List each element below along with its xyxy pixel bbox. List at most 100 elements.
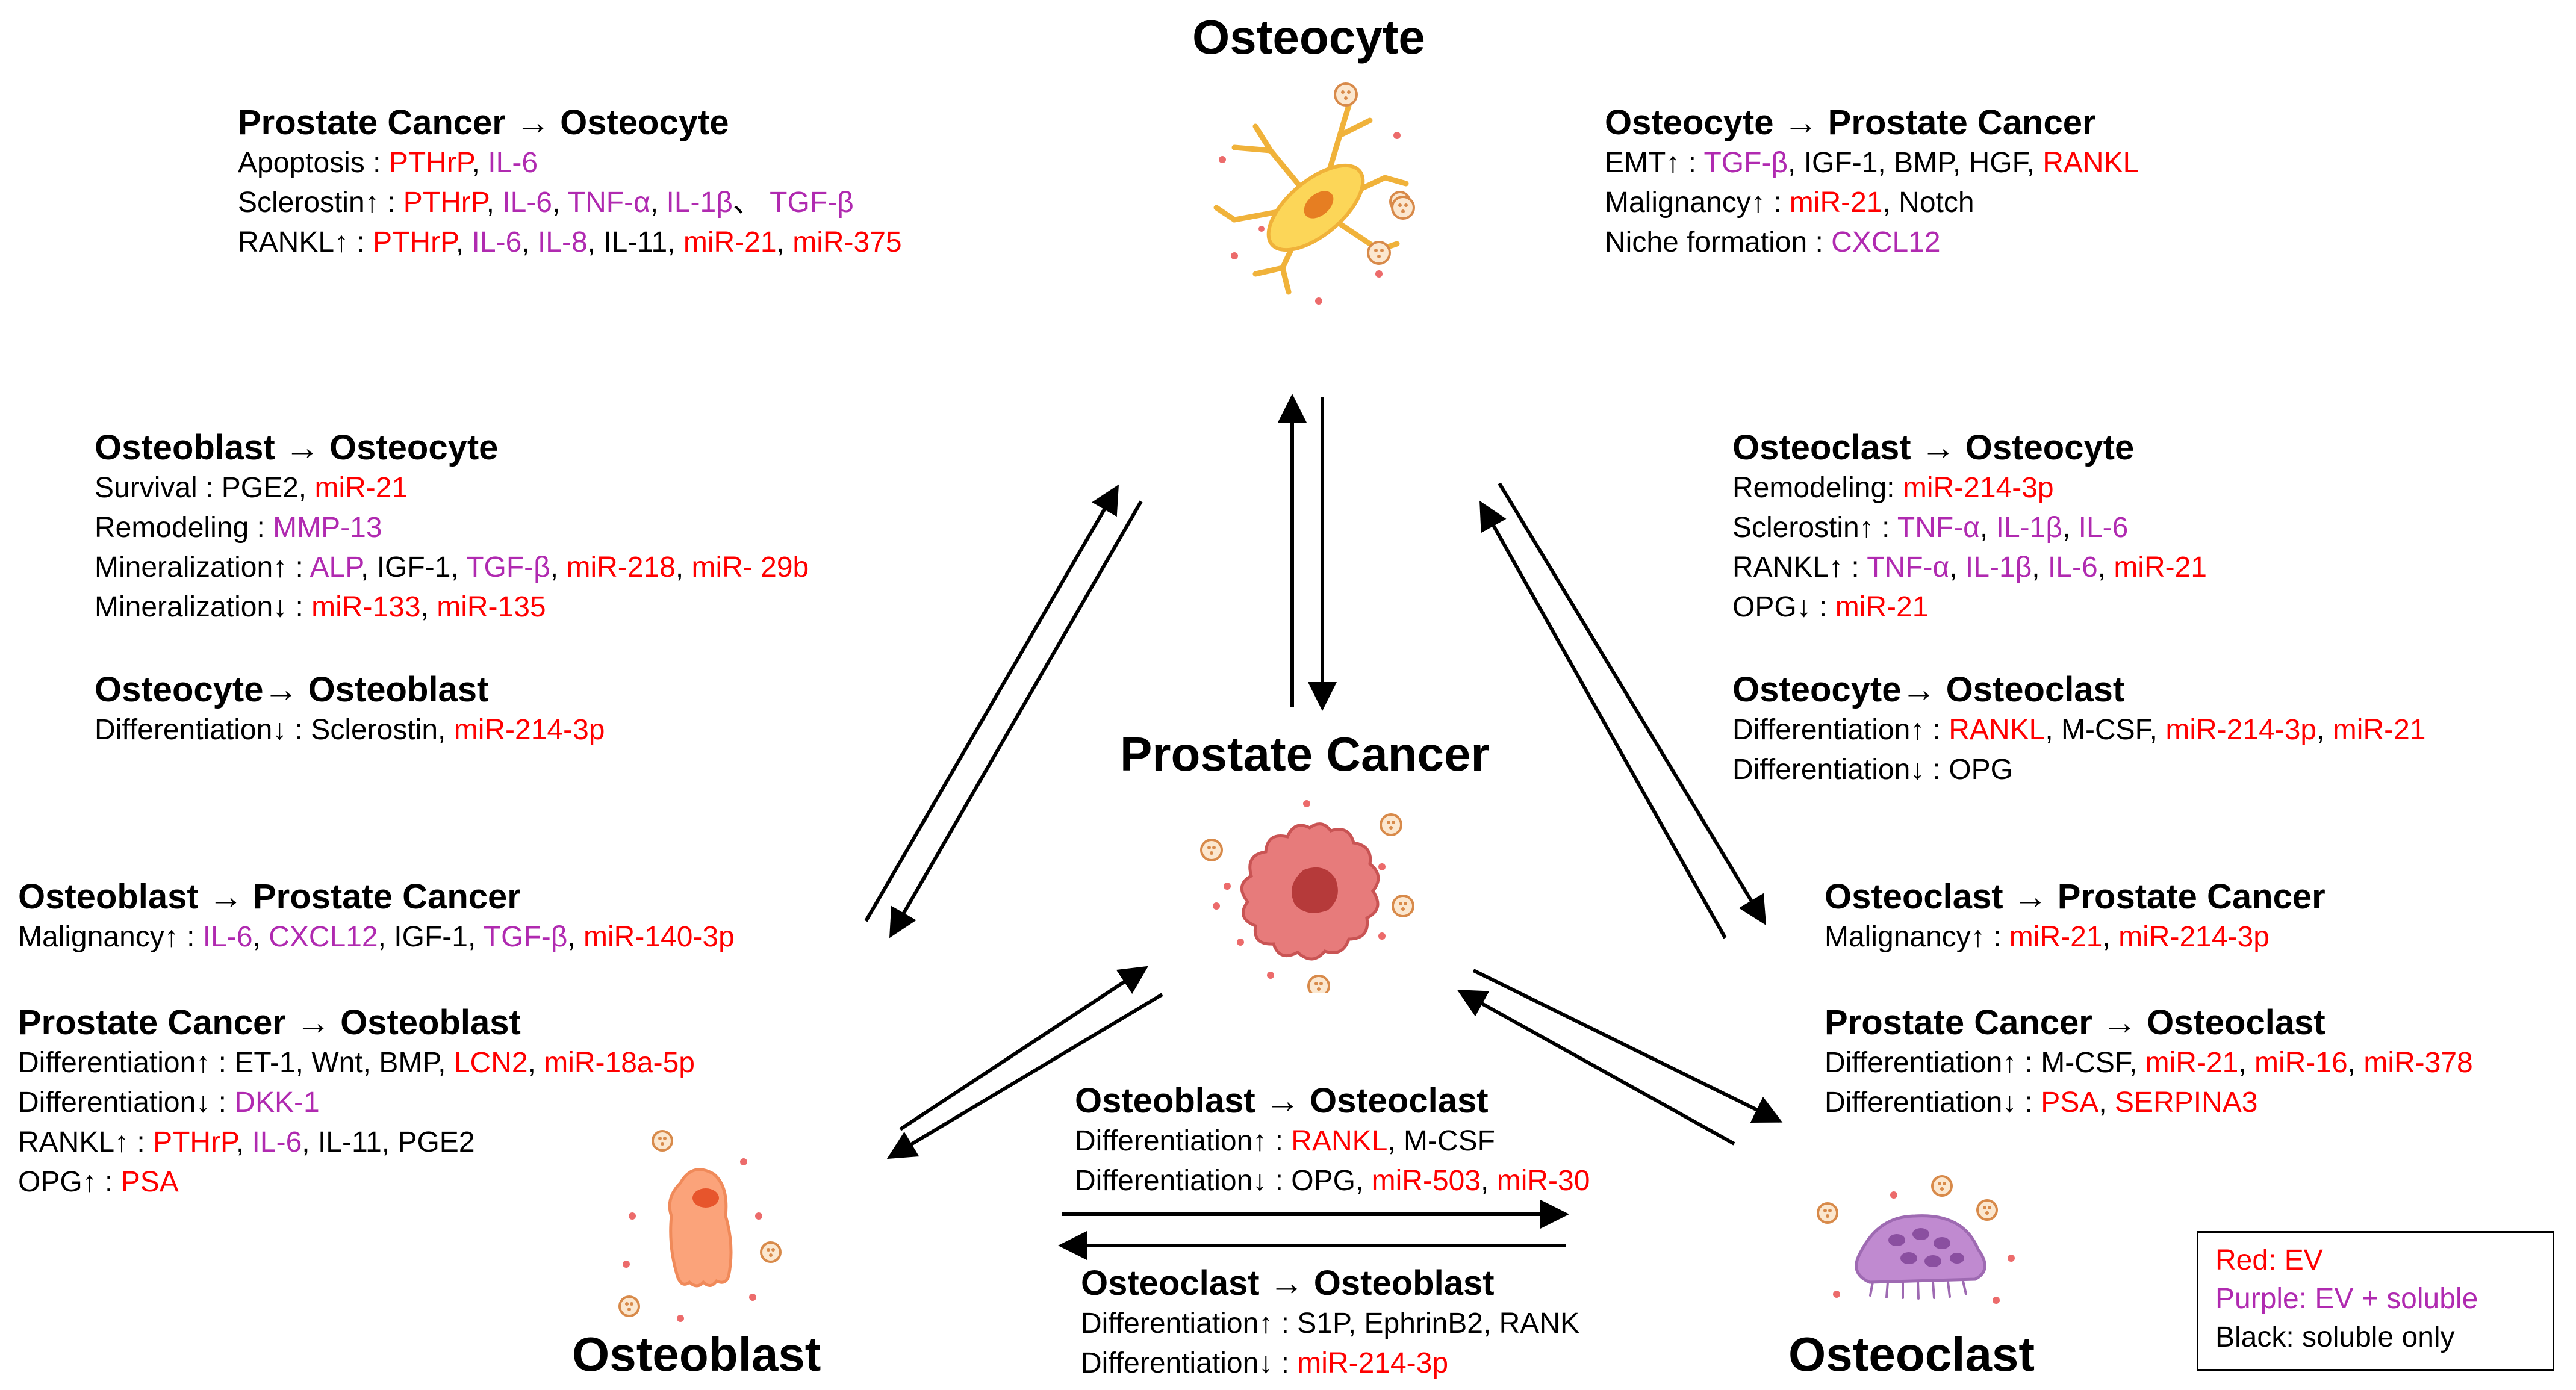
factor-ev-soluble: IL-6 bbox=[471, 226, 522, 258]
text-segment: , bbox=[2032, 551, 2048, 583]
factor-ev: miR-21 bbox=[314, 472, 408, 504]
block-line: Differentiation↑ : RANKL, M-CSF bbox=[1075, 1122, 1590, 1161]
text-segment: Remodeling : bbox=[95, 512, 273, 544]
text-segment: Remodeling: bbox=[1732, 472, 1903, 504]
block-heading: Osteoblast → Osteocyte bbox=[95, 428, 499, 467]
factor-ev: PTHrP bbox=[388, 147, 472, 179]
block-line: OPG↑ : PSA bbox=[18, 1162, 695, 1202]
arrow-pc-to-osteoblast bbox=[886, 993, 1163, 1159]
osteoblast-title: Osteoblast bbox=[572, 1327, 821, 1381]
factor-ev-soluble: IL-1β bbox=[1996, 512, 2062, 544]
block-line: Sclerostin↑ : TNF-α, IL-1β, IL-6 bbox=[1732, 508, 2207, 548]
text-segment: RANKL↑ : bbox=[1732, 551, 1867, 583]
factor-ev: miR-214-3p bbox=[453, 714, 605, 746]
text-segment: , bbox=[675, 551, 692, 583]
block-line: Differentiation↓ : OPG bbox=[1732, 750, 2425, 790]
factor-ev: miR-21 bbox=[2332, 714, 2426, 746]
block-heading: Prostate Cancer → Osteoclast bbox=[1825, 1003, 2326, 1042]
text-segment: , IGF-1, bbox=[378, 921, 484, 953]
block-heading: Prostate Cancer → Osteoblast bbox=[18, 1003, 521, 1042]
text-segment: , bbox=[567, 921, 584, 953]
text-segment: Differentiation↓ : bbox=[1825, 1087, 2041, 1119]
text-segment: , M-CSF, bbox=[2045, 714, 2166, 746]
block-line: Mineralization↓ : miR-133, miR-135 bbox=[95, 588, 809, 627]
factor-ev: PTHrP bbox=[403, 187, 487, 219]
block-line: Malignancy↑ : IL-6, CXCL12, IGF-1, TGF-β… bbox=[18, 917, 735, 957]
block-heading: Osteocyte→ Osteoclast bbox=[1732, 670, 2125, 709]
block-line: Differentiation↑ : S1P, EphrinB2, RANK bbox=[1081, 1304, 1579, 1344]
block-line: RANKL↑ : PTHrP, IL-6, IL-8, IL-11, miR-2… bbox=[238, 223, 902, 262]
factor-ev: miR-18a-5p bbox=[544, 1047, 695, 1079]
factor-ev: miR-21 bbox=[1789, 187, 1883, 219]
block-line: Survival : PGE2, miR-21 bbox=[95, 468, 809, 508]
factor-ev-soluble: IL-1β bbox=[666, 187, 733, 219]
block-line: Differentiation↓ : PSA, SERPINA3 bbox=[1825, 1083, 2473, 1123]
factor-ev: miR-375 bbox=[792, 226, 902, 258]
text-segment: , bbox=[521, 226, 538, 258]
block-line: Differentiation↑ : M-CSF, miR-21, miR-16… bbox=[1825, 1043, 2473, 1083]
block-line: Differentiation↓ : OPG, miR-503, miR-30 bbox=[1075, 1161, 1590, 1201]
factor-ev: RANKL bbox=[1949, 714, 2046, 746]
block-line: Differentiation↓ : Sclerostin, miR-214-3… bbox=[95, 710, 605, 750]
block-line: OPG↓ : miR-21 bbox=[1732, 588, 2207, 627]
text-segment: Differentiation↓ : bbox=[1081, 1347, 1298, 1379]
factor-ev: miR-140-3p bbox=[583, 921, 735, 953]
text-segment: Differentiation↑ : bbox=[1732, 714, 1949, 746]
text-segment: Survival : PGE2, bbox=[95, 472, 315, 504]
block-line: Malignancy↑ : miR-21, miR-214-3p bbox=[1825, 917, 2326, 957]
text-segment: , bbox=[471, 147, 488, 179]
text-segment: Malignancy↑ : bbox=[1825, 921, 2009, 953]
text-segment: EMT↑ : bbox=[1605, 147, 1704, 179]
text-segment: OPG↑ : bbox=[18, 1166, 121, 1198]
factor-ev: miR-16 bbox=[2254, 1047, 2348, 1079]
arrow-osteoclast-to-pc bbox=[1457, 990, 1735, 1146]
arrow-osteoblast-to-osteocyte bbox=[864, 484, 1119, 922]
text-segment: , bbox=[2347, 1047, 2364, 1079]
factor-ev: miR-214-3p bbox=[2165, 714, 2317, 746]
text-segment: , IGF-1, BMP, HGF, bbox=[1788, 147, 2043, 179]
text-segment: , bbox=[2102, 921, 2119, 953]
prostate-cancer-title: Prostate Cancer bbox=[1120, 727, 1490, 781]
factor-ev-soluble: IL-8 bbox=[537, 226, 588, 258]
text-segment: , bbox=[486, 187, 503, 219]
block-line: Differentiation↓ : miR-214-3p bbox=[1081, 1344, 1579, 1383]
text-segment: , bbox=[1979, 512, 1996, 544]
block-heading: Osteoblast → Osteoclast bbox=[1075, 1081, 1489, 1120]
text-segment: OPG↓ : bbox=[1732, 591, 1835, 623]
block-line: Differentiation↓ : DKK-1 bbox=[18, 1083, 695, 1123]
factor-ev: miR-503 bbox=[1371, 1165, 1481, 1197]
block-heading: Osteocyte → Prostate Cancer bbox=[1605, 103, 2096, 142]
osteocyte-title: Osteocyte bbox=[1192, 10, 1425, 64]
arrow-osteoblast-to-pc bbox=[899, 966, 1149, 1131]
factor-ev-soluble: MMP-13 bbox=[273, 512, 382, 544]
block-line: Differentiation↑ : ET-1, Wnt, BMP, LCN2,… bbox=[18, 1043, 695, 1083]
text-segment: , Notch bbox=[1882, 187, 1974, 219]
text-segment: Sclerostin↑ : bbox=[1732, 512, 1897, 544]
factor-ev-soluble: IL-6 bbox=[2078, 512, 2129, 544]
text-segment: Differentiation↑ : M-CSF, bbox=[1825, 1047, 2145, 1079]
text-segment: Malignancy↑ : bbox=[18, 921, 203, 953]
factor-ev: miR-133 bbox=[311, 591, 421, 623]
text-segment: , bbox=[2062, 512, 2079, 544]
factor-ev: miR-21 bbox=[683, 226, 777, 258]
block-heading: Osteoclast → Prostate Cancer bbox=[1825, 877, 2326, 916]
factor-ev-soluble: IL-6 bbox=[252, 1126, 302, 1158]
prostate-cancer-cell-icon bbox=[1200, 800, 1414, 993]
block-line: Remodeling : MMP-13 bbox=[95, 508, 809, 548]
block-line: EMT↑ : TGF-β, IGF-1, BMP, HGF, RANKL bbox=[1605, 143, 2139, 183]
text-segment: , bbox=[1481, 1165, 1497, 1197]
text-segment: , IL-11, PGE2 bbox=[302, 1126, 475, 1158]
text-segment: Apoptosis : bbox=[238, 147, 389, 179]
factor-ev-soluble: TGF-β bbox=[466, 551, 550, 583]
text-segment: , bbox=[2097, 551, 2114, 583]
block-line: RANKL↑ : PTHrP, IL-6, IL-11, PGE2 bbox=[18, 1123, 695, 1162]
factor-ev-soluble: TNF-α bbox=[1867, 551, 1950, 583]
factor-ev: miR-21 bbox=[2114, 551, 2207, 583]
factor-ev: miR-21 bbox=[2009, 921, 2103, 953]
text-segment: 、 bbox=[732, 187, 770, 219]
